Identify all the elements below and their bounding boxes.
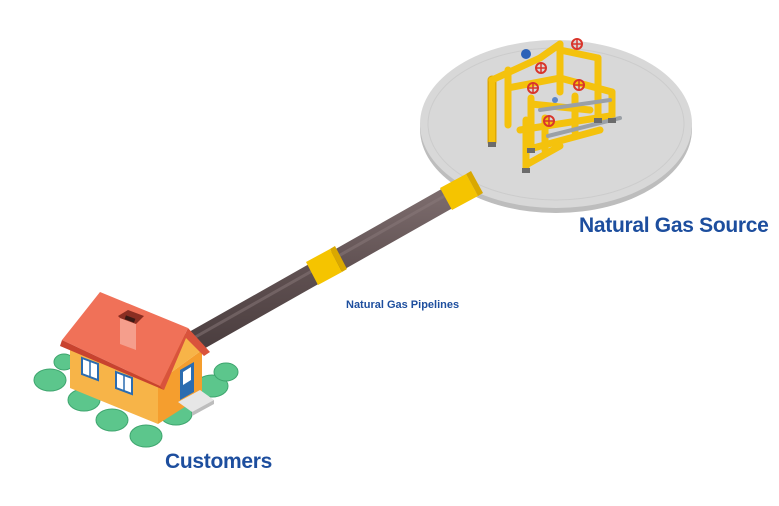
pipework-supports [488, 118, 616, 173]
valve-icon [543, 115, 555, 127]
customers-label: Customers [165, 450, 272, 473]
natural-gas-pipelines-label: Natural Gas Pipelines [346, 299, 460, 311]
natural-gas-source-label: Natural Gas Source [579, 214, 769, 237]
valve-icon [527, 82, 539, 94]
bushes [33, 353, 239, 448]
valve-icon [571, 38, 583, 50]
pipeline-joint [440, 171, 483, 210]
valve-icon [535, 62, 547, 74]
gas-processing-pipework [487, 40, 622, 172]
pipeline-joint [306, 246, 347, 285]
blue-valve-icon [521, 49, 531, 59]
blue-valve-icon [552, 97, 558, 103]
steps [178, 390, 214, 416]
customer-house [60, 292, 214, 424]
window [81, 356, 99, 382]
gas-pipeline [165, 171, 483, 363]
valve-icon [573, 79, 585, 91]
valve-wheels [521, 38, 585, 127]
window [115, 370, 133, 396]
door [180, 362, 194, 400]
